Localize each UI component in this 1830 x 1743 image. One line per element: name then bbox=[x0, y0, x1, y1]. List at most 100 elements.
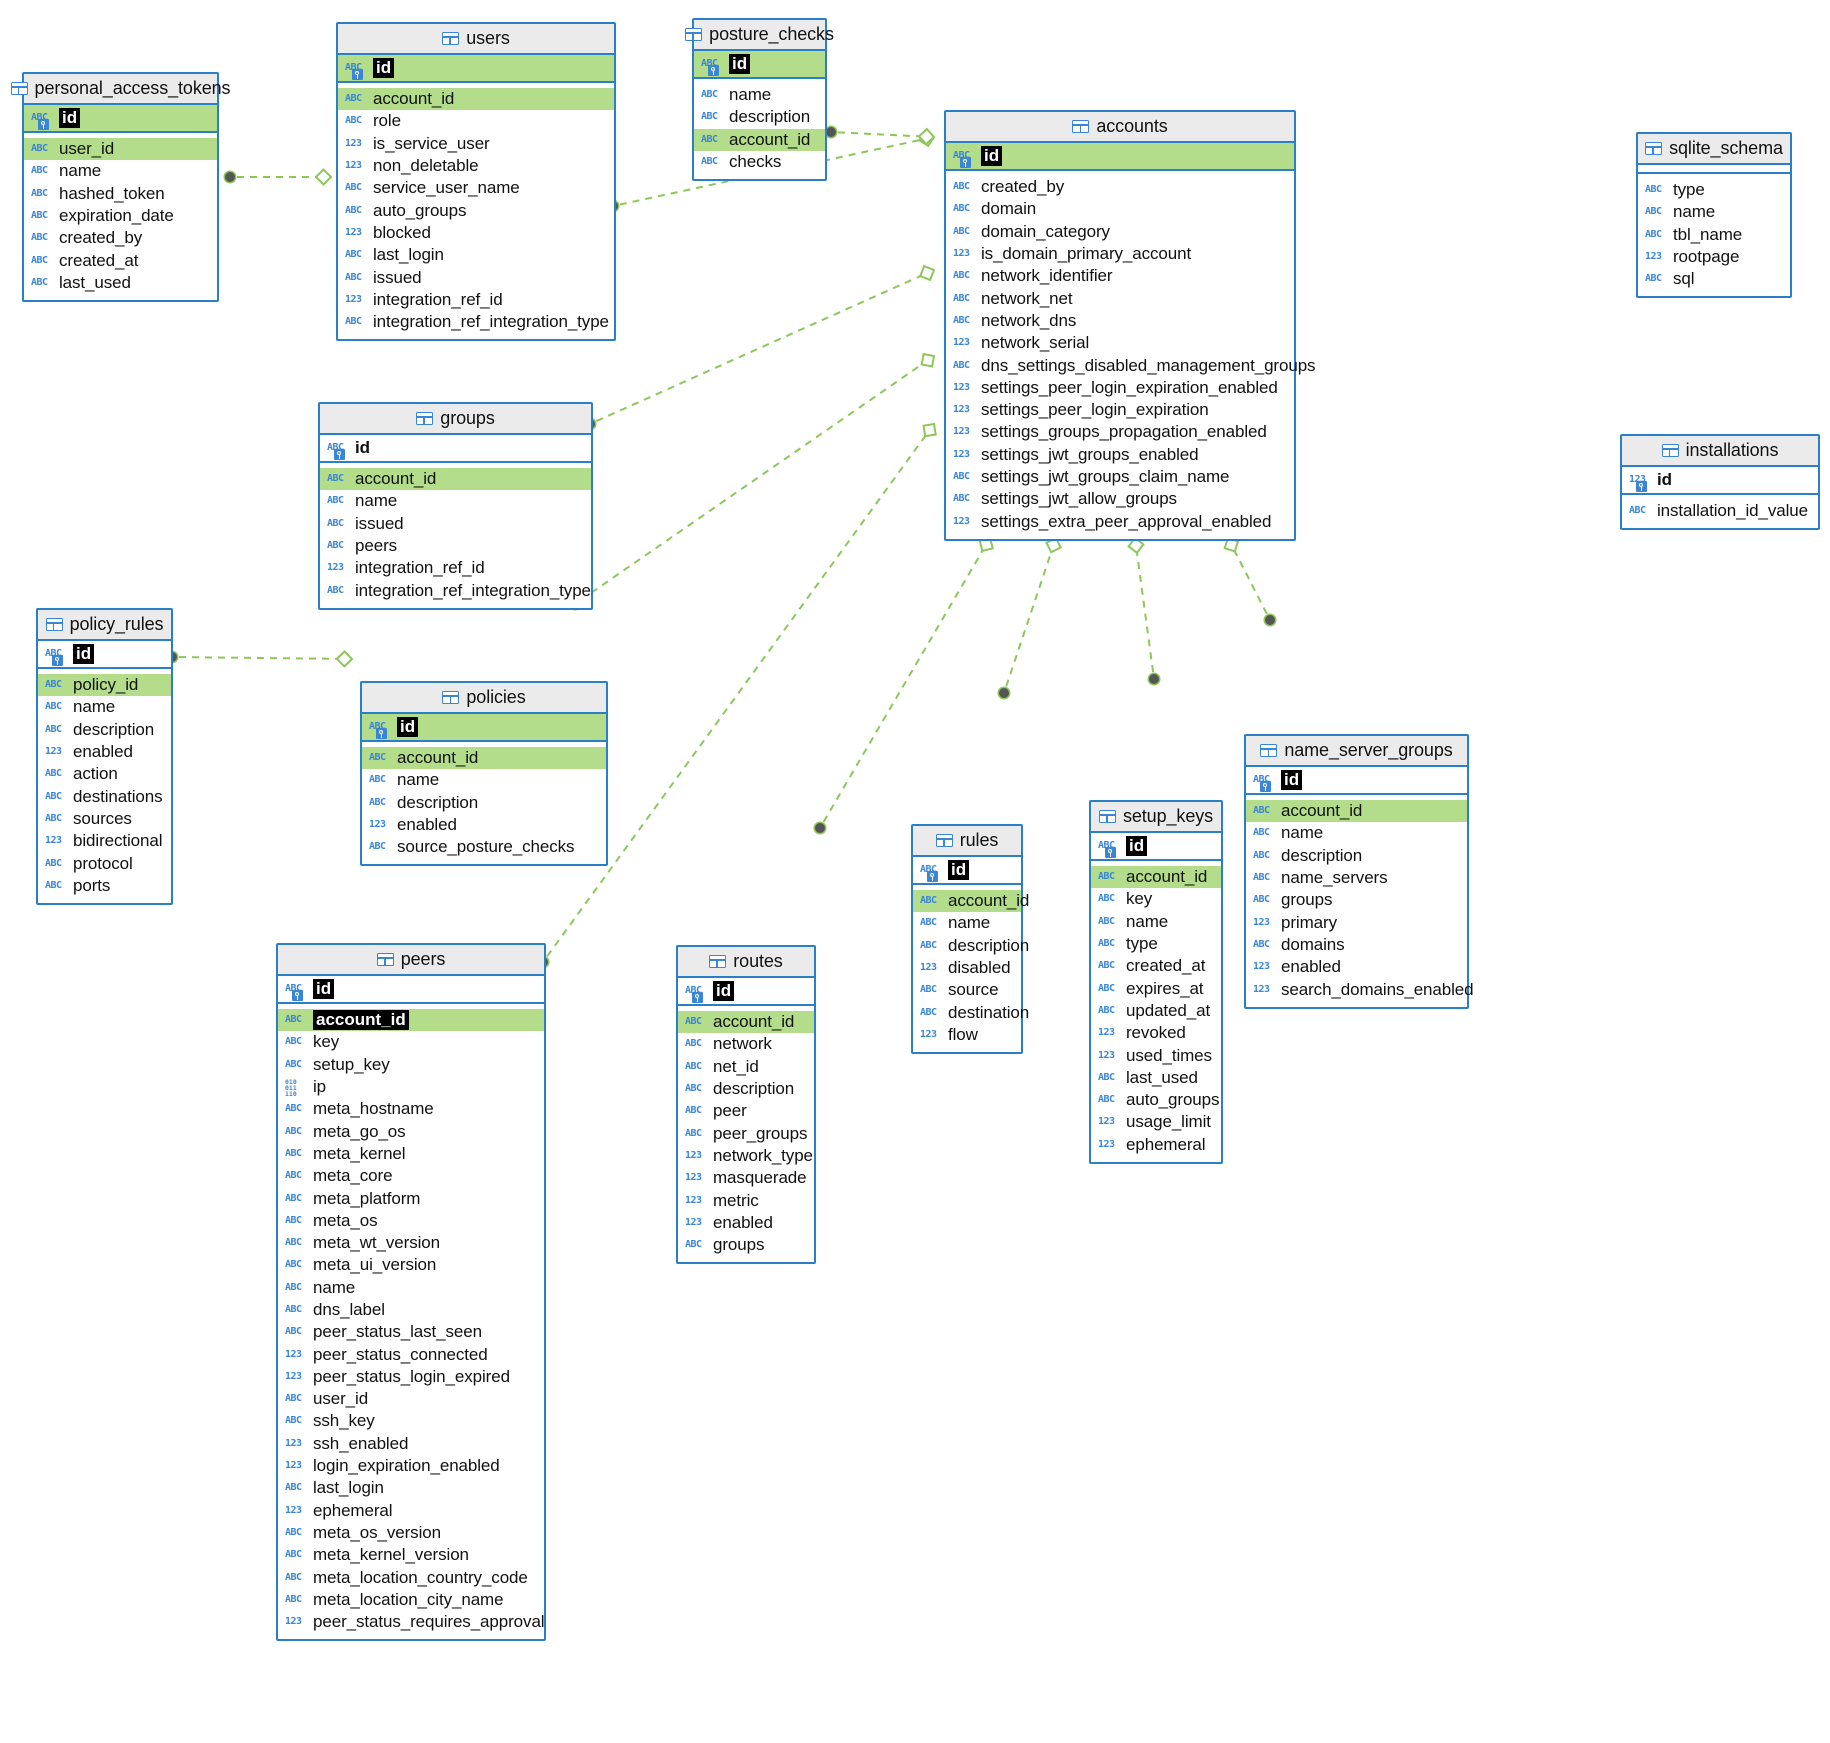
table-header[interactable]: users bbox=[338, 24, 614, 55]
table-header[interactable]: policies bbox=[362, 683, 606, 714]
table-header[interactable]: setup_keys bbox=[1091, 802, 1221, 833]
relationship-policies-to-accounts[interactable]: policies.account_id -> accounts.id bbox=[568, 352, 936, 611]
table-header[interactable]: name_server_groups bbox=[1246, 736, 1467, 767]
relationship-groups-to-accounts[interactable]: groups.account_id -> accounts.id bbox=[583, 264, 936, 431]
relationship-posture_checks-to-accounts[interactable]: posture_checks.account_id -> accounts.id bbox=[824, 125, 936, 146]
relationship-routes-to-accounts[interactable]: routes.account_id -> accounts.id bbox=[813, 536, 994, 835]
table-header[interactable]: personal_access_tokens bbox=[10, 74, 231, 105]
table-header[interactable]: accounts bbox=[946, 112, 1294, 143]
table-header[interactable]: posture_checks bbox=[685, 20, 834, 51]
